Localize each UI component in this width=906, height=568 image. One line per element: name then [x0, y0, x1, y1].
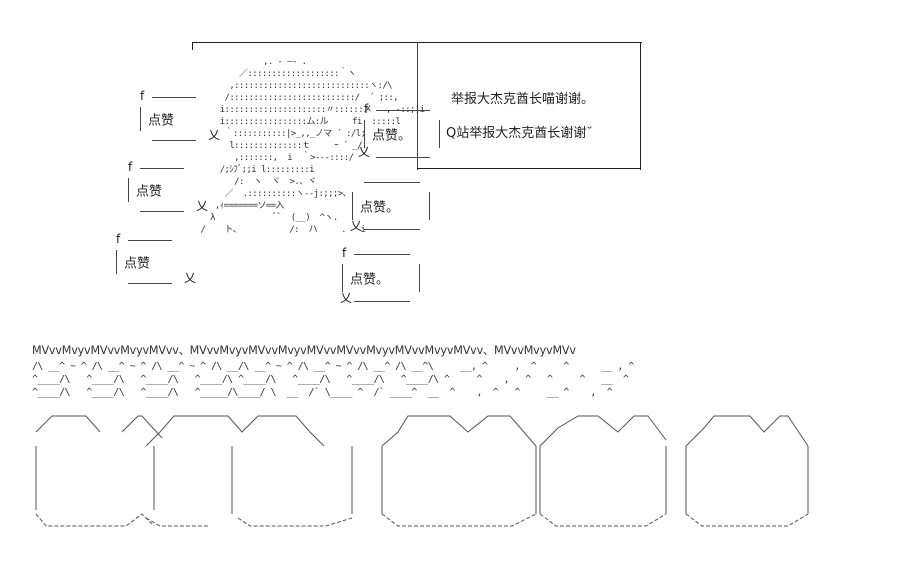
like-label: 点赞。	[350, 272, 390, 288]
cat-frame-5	[684, 410, 814, 540]
like-bubble-6[interactable]: f 点赞。 乂	[340, 246, 420, 305]
like-label: 点赞。	[360, 200, 400, 216]
panel-line-1: 举报大杰克酋长喵谢谢。	[451, 92, 595, 107]
cat-frame-4	[538, 410, 678, 540]
like-label: 点赞	[148, 113, 175, 129]
like-bubble-5[interactable]: 点赞。 乂	[350, 182, 430, 233]
like-label: 点赞	[136, 184, 163, 200]
mvv-banner: MVvvMvyvMVvvMvyvMVvv、MVvvMvyvMVvvMvyvMVv…	[32, 344, 576, 357]
like-bubble-3[interactable]: f 点赞 乂	[116, 232, 196, 285]
character-ascii-art: ,. - ―- . ／:::::::::::::::::::｀ヽ ,::::::…	[200, 57, 425, 235]
like-label: 点赞	[124, 256, 151, 272]
like-label: 点赞。	[372, 128, 412, 144]
cat-frame-3	[380, 410, 540, 540]
like-bubble-2[interactable]: f 点赞 乂	[128, 160, 208, 213]
like-bubble-4[interactable]: f 点赞。 乂	[358, 102, 440, 159]
speech-panel: 举报大杰克酋长喵谢谢。 Q站举报大杰克酋长谢谢˘	[192, 42, 642, 170]
like-bubble-1[interactable]: f 点赞 乂	[140, 89, 220, 142]
panel-line-2: Q站举报大杰克酋长谢谢˘	[446, 126, 593, 141]
crowd-heads-art: /\ __^ ~ ^ /\ __^ ~ ^ /\ __^ ~ ^ /\ __/\…	[32, 361, 634, 398]
cat-frame-2	[146, 410, 366, 540]
